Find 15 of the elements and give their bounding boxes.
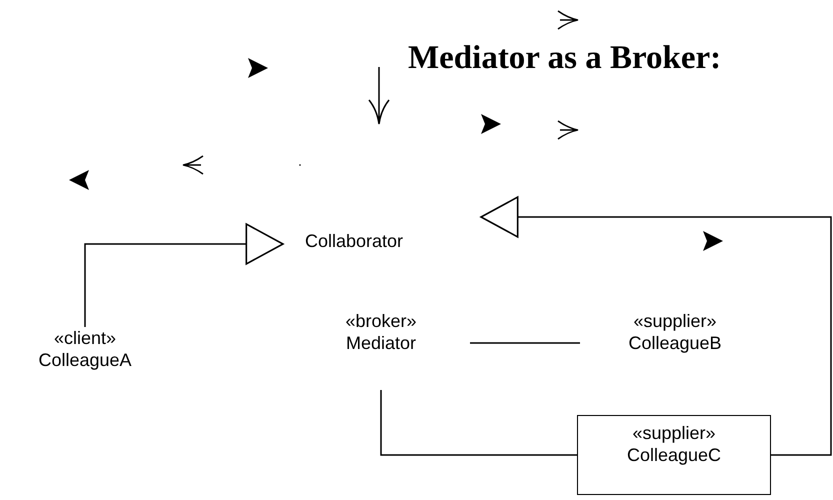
class-box [577,415,771,495]
connector [480,196,832,456]
stereotype-label: «supplier» [631,422,717,444]
class-name: ColleagueC [626,444,722,466]
connector [84,223,284,327]
stereotype-label: «broker» [344,310,418,332]
diagram-title: Mediator as a Broker: [408,40,722,77]
connector [470,342,580,344]
class-name: Collaborator [305,230,404,252]
class-name: Mediator [344,332,418,354]
connector [380,390,577,456]
stereotype-label: «supplier» [632,310,718,332]
class-name: ColleagueA [37,349,133,371]
stereotype-label: «client» [52,327,118,349]
class-name: ColleagueB [627,332,723,354]
